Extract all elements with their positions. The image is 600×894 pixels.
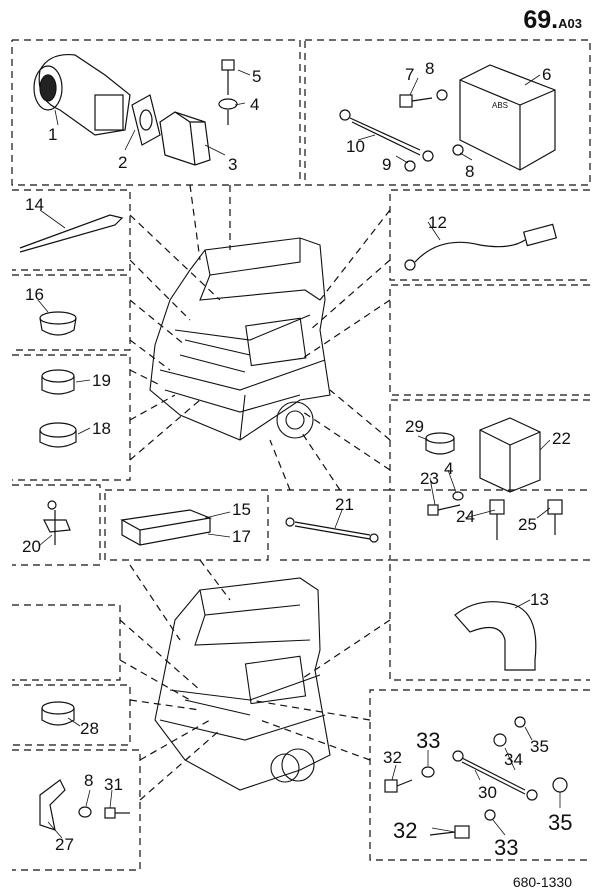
grommet-part-16	[39, 311, 77, 336]
page-code-suffix: A03	[558, 16, 582, 31]
callout-16: 16	[25, 285, 44, 304]
callout-leaders	[37, 69, 561, 839]
grommet-part-29	[425, 432, 455, 455]
grommet-part-18	[39, 422, 77, 448]
callout-10: 10	[346, 137, 365, 156]
truck-cab-upper	[149, 237, 331, 441]
callout-22: 22	[552, 429, 571, 448]
clip-part-20	[43, 500, 71, 545]
callout-14: 14	[25, 195, 44, 214]
callout-32-bottom: 32	[393, 818, 417, 843]
callout-35-bottom: 35	[548, 810, 572, 835]
callout-24: 24	[456, 507, 475, 526]
callout-2: 2	[118, 153, 127, 172]
section-borders	[11, 39, 591, 871]
strap-part-10	[339, 109, 464, 172]
gasket-part-2	[131, 94, 161, 146]
callout-6: 6	[542, 65, 551, 84]
callout-4: 4	[250, 95, 259, 114]
callout-31: 31	[104, 775, 123, 794]
callout-32-top: 32	[383, 748, 402, 767]
callout-17: 17	[232, 527, 251, 546]
panel-30-35	[369, 689, 590, 861]
page-code-number: 69.	[523, 6, 559, 34]
callout-33-bottom: 33	[494, 835, 518, 860]
panel-13	[389, 559, 590, 681]
grommet-part-19	[41, 369, 75, 395]
panel-27-31	[12, 749, 141, 871]
grommet-part-28	[41, 701, 75, 726]
page-code: 69.A03	[523, 6, 582, 35]
panel-empty	[12, 604, 121, 681]
drawing-number: 680-1330	[512, 874, 572, 890]
abs-module-label: ABS	[492, 101, 508, 110]
callout-33-top: 33	[416, 728, 440, 753]
callout-4-lower: 4	[444, 459, 453, 478]
housing-part-1	[33, 53, 131, 136]
box-part-3	[159, 111, 211, 166]
abs-module-part-6	[459, 64, 556, 171]
hose-part-13	[454, 601, 537, 671]
bolts-part-23-25	[427, 491, 563, 540]
callout-numbers: 1 2 3 4 5 6 7 8 8 9 10 12 13 14 15 16 17…	[22, 59, 572, 860]
callout-9: 9	[382, 155, 391, 174]
callout-19: 19	[92, 371, 111, 390]
callout-21: 21	[335, 495, 354, 514]
panel-1-5	[11, 39, 301, 186]
truck-cab-lower	[154, 577, 331, 791]
callout-8-top: 8	[425, 59, 434, 78]
bolt-part-7	[399, 89, 448, 108]
callout-18: 18	[92, 419, 111, 438]
panel-21	[275, 489, 391, 561]
callout-8-bottom: 8	[465, 162, 474, 181]
callout-13: 13	[530, 590, 549, 609]
callout-29: 29	[405, 417, 424, 436]
callout-1: 1	[48, 125, 57, 144]
callout-23: 23	[420, 469, 439, 488]
panel-15-17	[104, 489, 269, 561]
callout-7: 7	[405, 65, 414, 84]
callout-15: 15	[232, 500, 251, 519]
strap-part-21	[285, 517, 379, 543]
panel-16	[12, 274, 131, 351]
bolt-part-5	[218, 59, 238, 125]
callout-3: 3	[228, 155, 237, 174]
cable-part-12	[404, 223, 558, 271]
wire-part-14	[19, 214, 124, 253]
panel-12	[389, 189, 590, 281]
panel-18-19	[12, 354, 131, 481]
callout-20: 20	[22, 537, 41, 556]
callout-25: 25	[518, 515, 537, 534]
filter-part-15-17	[120, 509, 213, 546]
module-part-22	[479, 417, 541, 493]
callout-8-left: 8	[84, 771, 93, 790]
callout-34: 34	[504, 750, 523, 769]
callout-35-top: 35	[530, 737, 549, 756]
callout-30: 30	[478, 783, 497, 802]
panel-6-10	[304, 39, 591, 186]
panel-28	[12, 684, 131, 746]
panel-14	[12, 189, 131, 271]
callout-12: 12	[428, 213, 447, 232]
panel-blank	[389, 284, 590, 396]
callout-5: 5	[252, 67, 261, 86]
callout-27: 27	[55, 835, 74, 854]
panel-22-29	[389, 399, 590, 491]
callout-28: 28	[80, 719, 99, 738]
